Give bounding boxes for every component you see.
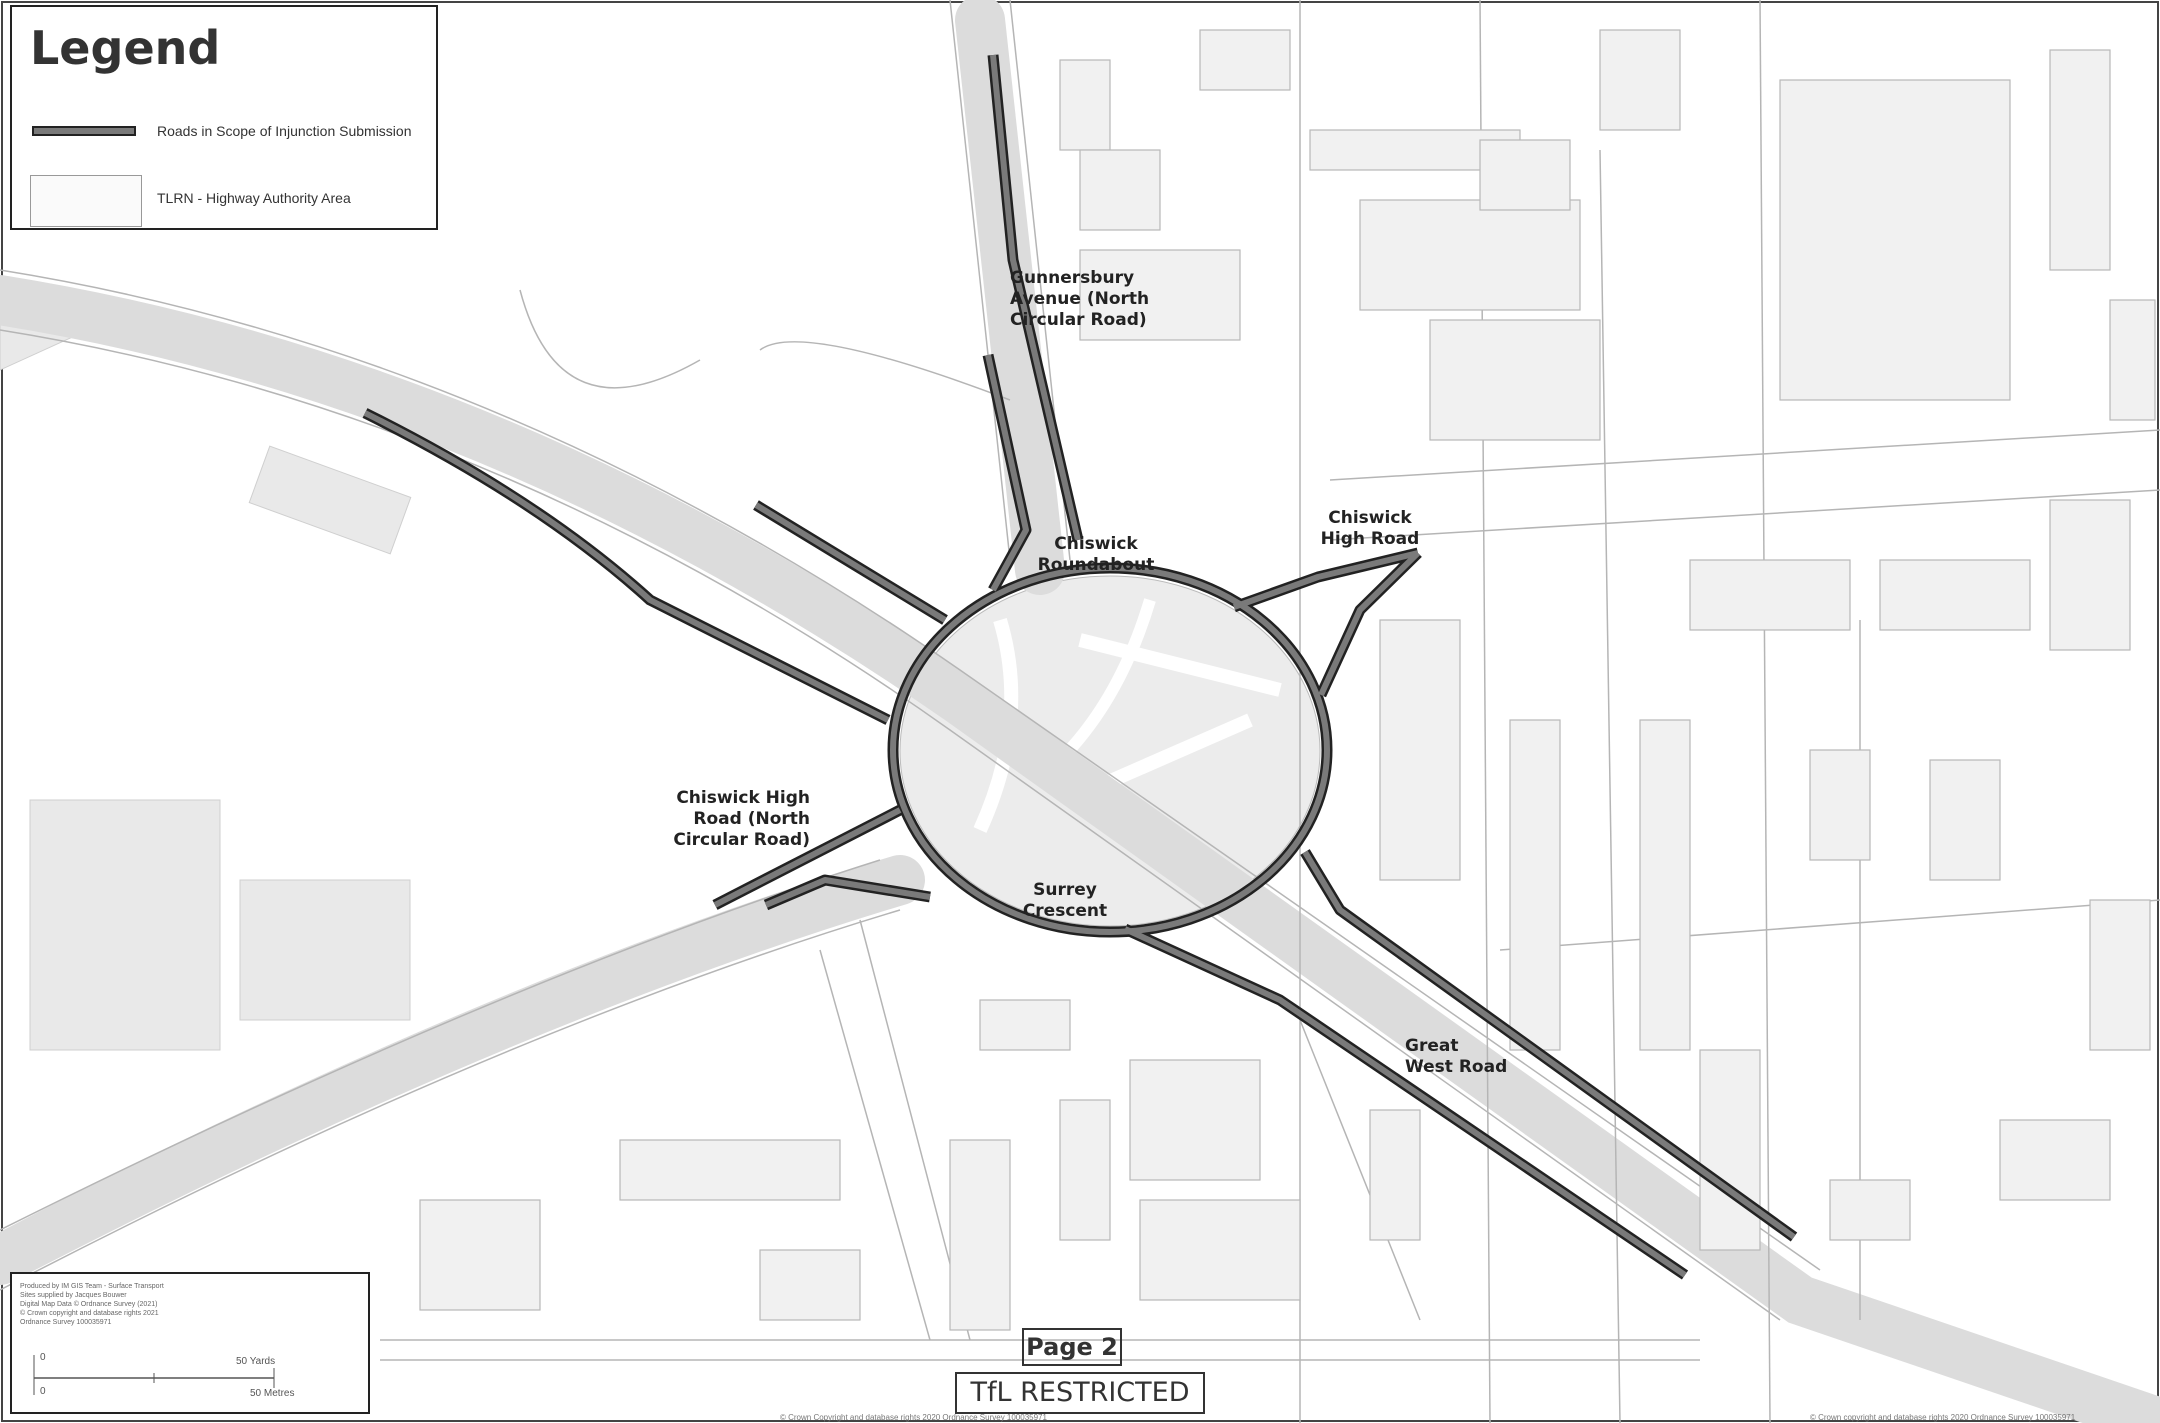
- legend-road-swatch: [32, 126, 136, 136]
- buildings: [419, 29, 2156, 1331]
- legend-area-label: TLRN - Highway Authority Area: [157, 190, 351, 206]
- page-number: Page 2: [1022, 1328, 1122, 1366]
- scale-bar: 0 50 Yards 0 50 Metres: [24, 1350, 314, 1400]
- label-surrey-crescent: Surrey Crescent: [1022, 880, 1108, 921]
- classification-label: TfL RESTRICTED: [955, 1372, 1205, 1414]
- roads-in-scope: [362, 54, 1798, 1280]
- scale-zero-bottom: 0: [40, 1386, 46, 1397]
- label-chiswick-high-road-east: Chiswick High Road: [1320, 508, 1420, 549]
- scale-zero-top: 0: [40, 1352, 46, 1363]
- map-credits: Produced by IM GIS Team - Surface Transp…: [10, 1272, 370, 1414]
- label-gunnersbury-avenue: Gunnersbury Avenue (North Circular Road): [1010, 268, 1150, 330]
- copyright-center: © Crown Copyright and database rights 20…: [780, 1413, 1047, 1422]
- map-legend: Legend Roads in Scope of Injunction Subm…: [10, 5, 438, 230]
- scale-metres-label: 50 Metres: [250, 1388, 295, 1399]
- label-great-west-road: Great West Road: [1405, 1036, 1508, 1077]
- legend-road-label: Roads in Scope of Injunction Submission: [157, 123, 412, 139]
- scale-bar-graphic: [33, 1355, 275, 1395]
- label-chiswick-roundabout: Chiswick Roundabout: [1037, 534, 1155, 575]
- copyright-right: © Crown copyright and database rights 20…: [1810, 1413, 2076, 1422]
- scale-yards-label: 50 Yards: [236, 1356, 276, 1367]
- legend-title: Legend: [30, 21, 221, 75]
- legend-area-swatch: [30, 175, 142, 227]
- label-chiswick-high-road-west: Chiswick High Road (North Circular Road): [673, 788, 810, 850]
- roundabout-park: [899, 575, 1321, 927]
